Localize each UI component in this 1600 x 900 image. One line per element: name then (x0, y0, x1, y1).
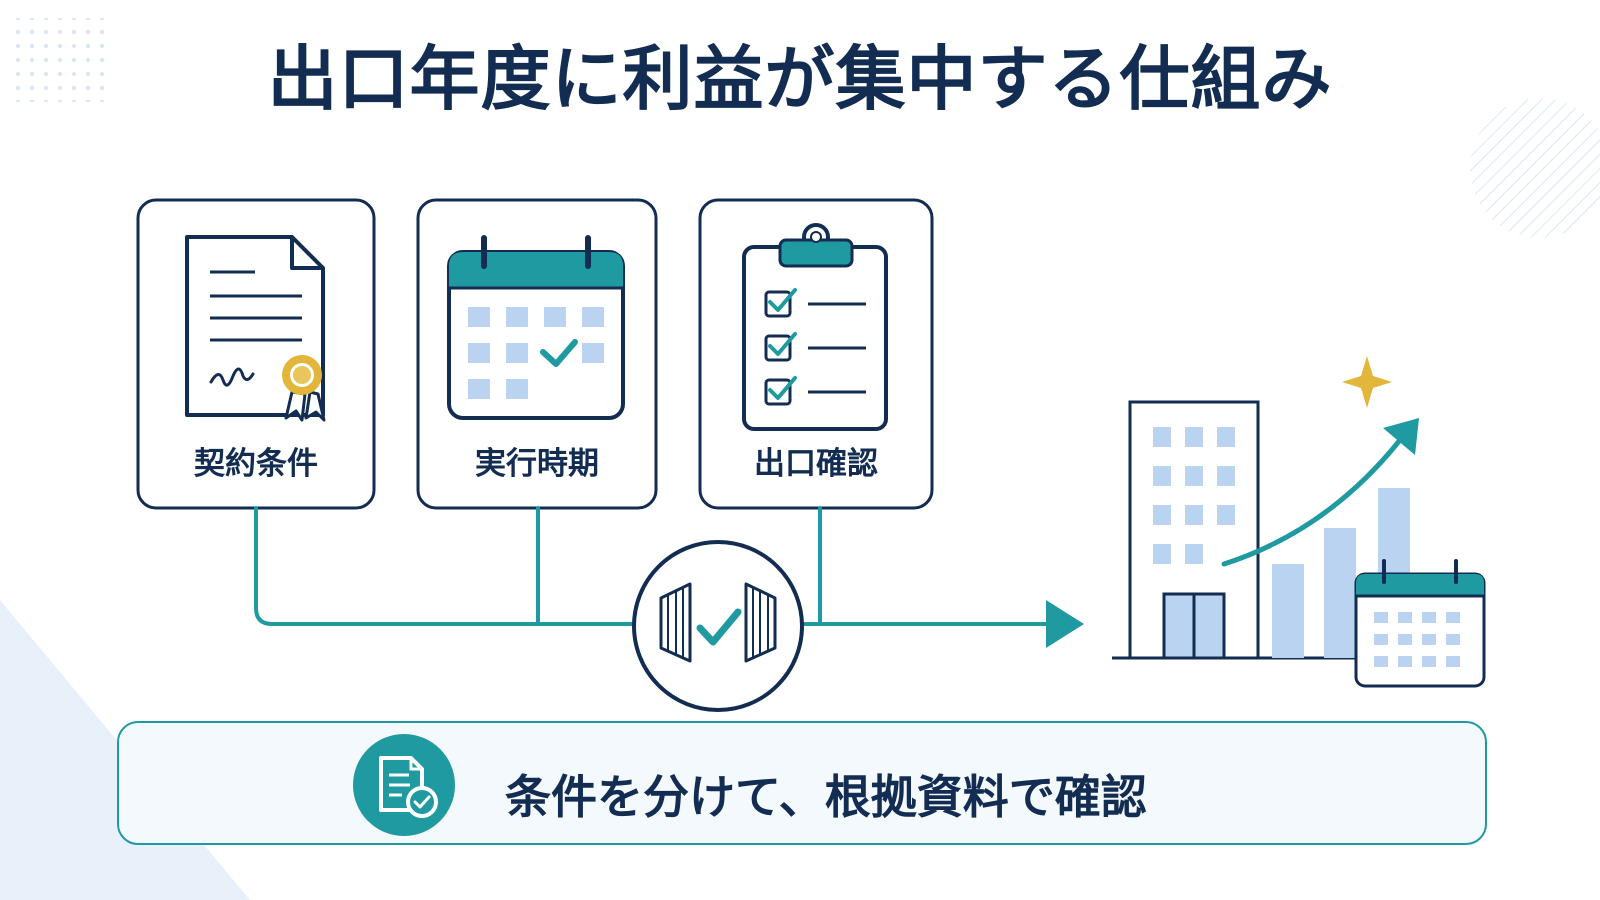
step-label-contract: 契約条件 (194, 446, 318, 482)
page-title: 出口年度に利益が集中する仕組み (267, 38, 1333, 120)
document-check-icon (353, 734, 455, 836)
step-label-timing: 実行時期 (475, 446, 599, 482)
connector-contract (254, 506, 637, 626)
step-card-contract (136, 198, 376, 510)
step-card-exit (698, 198, 934, 510)
calendar-check-icon (447, 235, 625, 420)
connector-lines (254, 506, 1052, 626)
building-profit-growth-icon (1112, 356, 1486, 688)
step-label-exit: 出口確認 (754, 446, 878, 482)
gate-check-icon (632, 540, 804, 712)
dot-grid-decoration (16, 18, 114, 102)
bottom-note-panel (117, 721, 1487, 845)
flow-arrow-head (1046, 600, 1084, 648)
bottom-note-text: 条件を分けて、根拠資料で確認 (505, 770, 1147, 824)
clipboard-checklist-icon (742, 223, 888, 431)
striped-circle-decoration (1470, 98, 1600, 238)
contract-certificate-icon (185, 235, 326, 422)
